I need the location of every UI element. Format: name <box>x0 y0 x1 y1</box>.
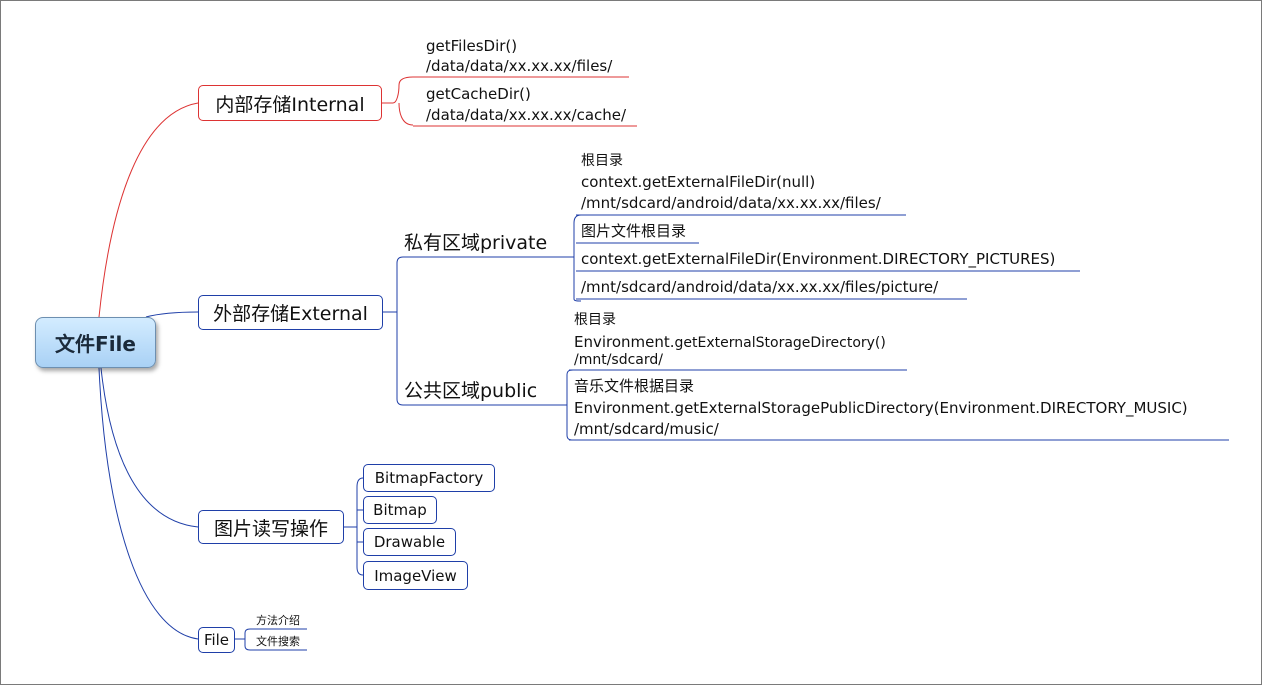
node-bitmapfactory-label: BitmapFactory <box>374 469 484 487</box>
public-music-title: 音乐文件根据目录 <box>574 377 695 395</box>
node-bitmap[interactable]: Bitmap <box>363 496 437 524</box>
connector-root-file <box>98 367 199 640</box>
internal-item-1-path: /data/data/xx.xx.xx/files/ <box>426 57 613 75</box>
private-root-title: 根目录 <box>581 153 623 169</box>
private-pic-title: 图片文件根目录 <box>581 222 687 240</box>
internal-item-1-method: getFilesDir() <box>426 37 518 55</box>
connector-public-items <box>566 369 574 441</box>
public-root-method-rest: getExternalStorageDirectory() <box>674 335 886 351</box>
internal-item-2-path: /data/data/xx.xx.xx/cache/ <box>426 106 627 124</box>
private-root-path: /mnt/sdcard/android/data/xx.xx.xx/files/ <box>581 194 881 212</box>
connector-external-split <box>383 256 404 406</box>
node-file-label: File <box>203 631 230 649</box>
node-imageview[interactable]: ImageView <box>363 561 468 590</box>
node-public-label[interactable]: 公共区域public <box>404 380 538 402</box>
connector-imageops-items <box>344 477 364 576</box>
node-external[interactable]: 外部存储External <box>198 295 383 330</box>
public-root-method: Environment.getExternalStorageDirectory(… <box>574 333 886 351</box>
root-label: 文件File <box>55 332 136 356</box>
private-pic-path: /mnt/sdcard/android/data/xx.xx.xx/files/… <box>581 278 939 296</box>
node-file[interactable]: File <box>198 627 235 653</box>
node-internal-label: 内部存储Internal <box>215 93 365 116</box>
node-imageview-label: ImageView <box>374 566 457 585</box>
node-bitmapfactory[interactable]: BitmapFactory <box>363 464 495 492</box>
node-drawable-label: Drawable <box>373 533 446 551</box>
public-root-path: /mnt/sdcard/ <box>574 352 664 368</box>
connector-root-external <box>145 311 199 318</box>
connector-root-internal <box>98 102 199 318</box>
node-image-ops[interactable]: 图片读写操作 <box>198 510 344 544</box>
connector-private-items <box>573 214 582 302</box>
connector-internal-bracket <box>382 76 414 126</box>
internal-item-2-method: getCacheDir() <box>426 85 531 103</box>
node-image-ops-label: 图片读写操作 <box>213 517 328 540</box>
public-music-path: /mnt/sdcard/music/ <box>574 420 719 438</box>
connector-file-items <box>235 628 251 651</box>
file-item-methods[interactable]: 方法介绍 <box>256 614 300 627</box>
private-root-method: context.getExternalFileDir(null) <box>581 173 816 191</box>
public-root-title: 根目录 <box>574 312 616 328</box>
node-internal[interactable]: 内部存储Internal <box>198 85 382 121</box>
node-external-label: 外部存储External <box>213 303 368 325</box>
node-private-label[interactable]: 私有区域private <box>404 232 548 254</box>
private-pic-method: context.getExternalFileDir(Environment.D… <box>581 250 1056 268</box>
node-bitmap-label: Bitmap <box>373 501 427 519</box>
file-item-search[interactable]: 文件搜索 <box>256 635 300 648</box>
root-node[interactable]: 文件File <box>35 317 156 368</box>
public-music-method: Environment.getExternalStoragePublicDire… <box>574 399 1188 417</box>
node-drawable[interactable]: Drawable <box>363 528 456 556</box>
public-root-method-prefix: Environment. <box>574 333 675 351</box>
connector-root-imageops <box>100 367 199 528</box>
